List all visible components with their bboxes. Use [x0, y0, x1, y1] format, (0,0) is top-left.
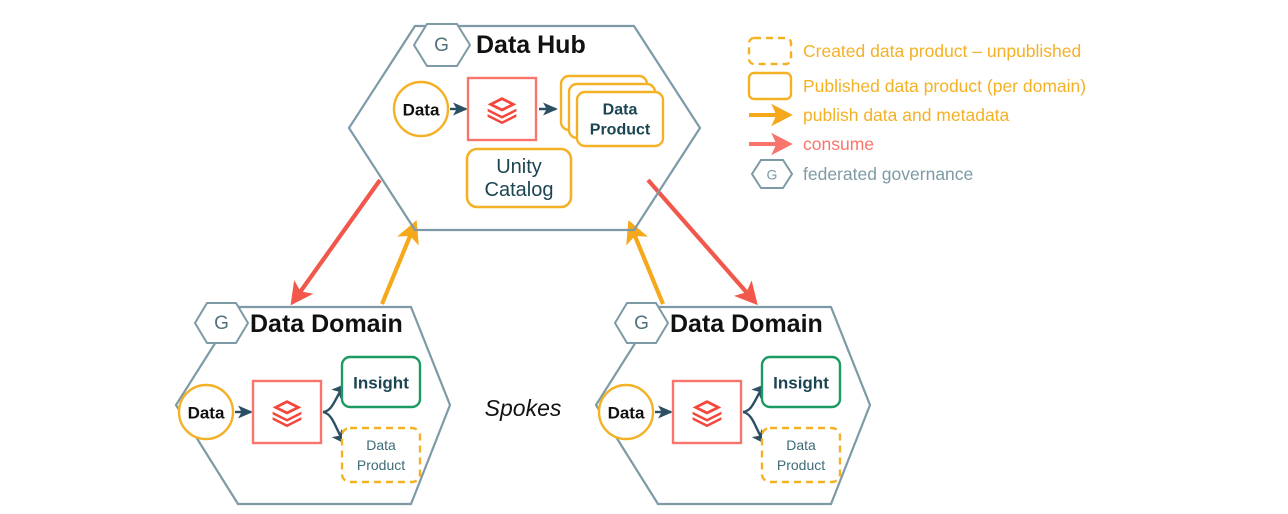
- left-domain-governance-badge: G: [193, 302, 250, 344]
- hub-data-product-stack[interactable]: Data Product: [559, 74, 665, 148]
- left-domain-data-label: Data: [188, 404, 225, 423]
- hub-data-product-label-1: Data: [603, 102, 638, 119]
- data-hub-hexagon[interactable]: G Data Hub Data Data Product: [347, 23, 702, 232]
- right-domain-data-source[interactable]: Data: [597, 383, 655, 441]
- legend-item-federated-governance: G federated governance: [750, 159, 973, 189]
- left-domain-data-product-label-2: Product: [357, 457, 405, 473]
- hub-to-right-domain-consume-arrow: [646, 178, 758, 306]
- dashed-rounded-rect-icon: [747, 36, 793, 66]
- left-domain-title: Data Domain: [250, 310, 403, 338]
- right-domain-insight-box[interactable]: Insight: [760, 355, 842, 409]
- hub-data-source[interactable]: Data: [392, 80, 450, 138]
- hub-title: Data Hub: [476, 31, 586, 59]
- legend-item-created-unpublished: Created data product – unpublished: [747, 36, 1081, 66]
- legend-label-federated-governance: federated governance: [803, 164, 973, 184]
- right-domain-data-product-label-1: Data: [786, 437, 816, 453]
- left-domain-engine-to-product-arrow: [322, 410, 347, 445]
- right-domain-engine-to-product-arrow: [742, 410, 767, 445]
- left-domain-data-product-label-1: Data: [366, 437, 396, 453]
- right-domain-data-label: Data: [608, 404, 645, 423]
- right-domain-title: Data Domain: [670, 310, 823, 338]
- governance-letter: G: [434, 35, 449, 56]
- governance-letter: G: [767, 167, 778, 183]
- left-domain-data-source[interactable]: Data: [177, 383, 235, 441]
- right-domain-databricks-engine[interactable]: [671, 379, 743, 445]
- data-domain-hexagon-right[interactable]: G Data Domain Data Insight Data Product: [594, 302, 872, 506]
- data-domain-hexagon-left[interactable]: G Data Domain Data Insight Data Product: [174, 302, 452, 506]
- unity-catalog-label-1: Unity: [496, 156, 542, 178]
- left-domain-data-product-box[interactable]: Data Product: [340, 426, 422, 484]
- spokes-label: Spokes: [485, 395, 562, 421]
- hub-data-product-label-2: Product: [590, 122, 651, 139]
- hub-databricks-engine[interactable]: [466, 76, 538, 142]
- right-domain-data-product-box[interactable]: Data Product: [760, 426, 842, 484]
- hub-to-left-domain-consume-arrow: [290, 178, 382, 306]
- right-domain-data-product-label-2: Product: [777, 457, 825, 473]
- governance-letter: G: [214, 313, 229, 334]
- right-domain-governance-badge: G: [613, 302, 670, 344]
- legend-item-publish-arrow: publish data and metadata: [749, 103, 1010, 127]
- unity-catalog-box[interactable]: Unity Catalog: [465, 147, 573, 209]
- right-domain-insight-label: Insight: [773, 374, 829, 393]
- legend-label-publish: publish data and metadata: [803, 105, 1010, 125]
- left-domain-insight-box[interactable]: Insight: [340, 355, 422, 409]
- left-domain-insight-label: Insight: [353, 374, 409, 393]
- hub-governance-badge: G: [412, 23, 472, 67]
- legend-item-published: Published data product (per domain): [747, 71, 1086, 101]
- hexagon-g-icon: G: [750, 159, 794, 189]
- hub-data-label: Data: [403, 101, 440, 120]
- left-domain-to-hub-publish-arrow: [380, 220, 419, 305]
- left-domain-databricks-engine[interactable]: [251, 379, 323, 445]
- legend: Created data product – unpublished Publi…: [747, 36, 1086, 189]
- legend-label-created-unpublished: Created data product – unpublished: [803, 41, 1081, 61]
- right-domain-to-hub-publish-arrow: [626, 220, 665, 305]
- unity-catalog-label-2: Catalog: [485, 179, 554, 201]
- legend-label-consume: consume: [803, 134, 874, 154]
- solid-rounded-rect-icon: [747, 71, 793, 101]
- legend-item-consume-arrow: consume: [749, 132, 874, 156]
- legend-label-published: Published data product (per domain): [803, 76, 1086, 96]
- governance-letter: G: [634, 313, 649, 334]
